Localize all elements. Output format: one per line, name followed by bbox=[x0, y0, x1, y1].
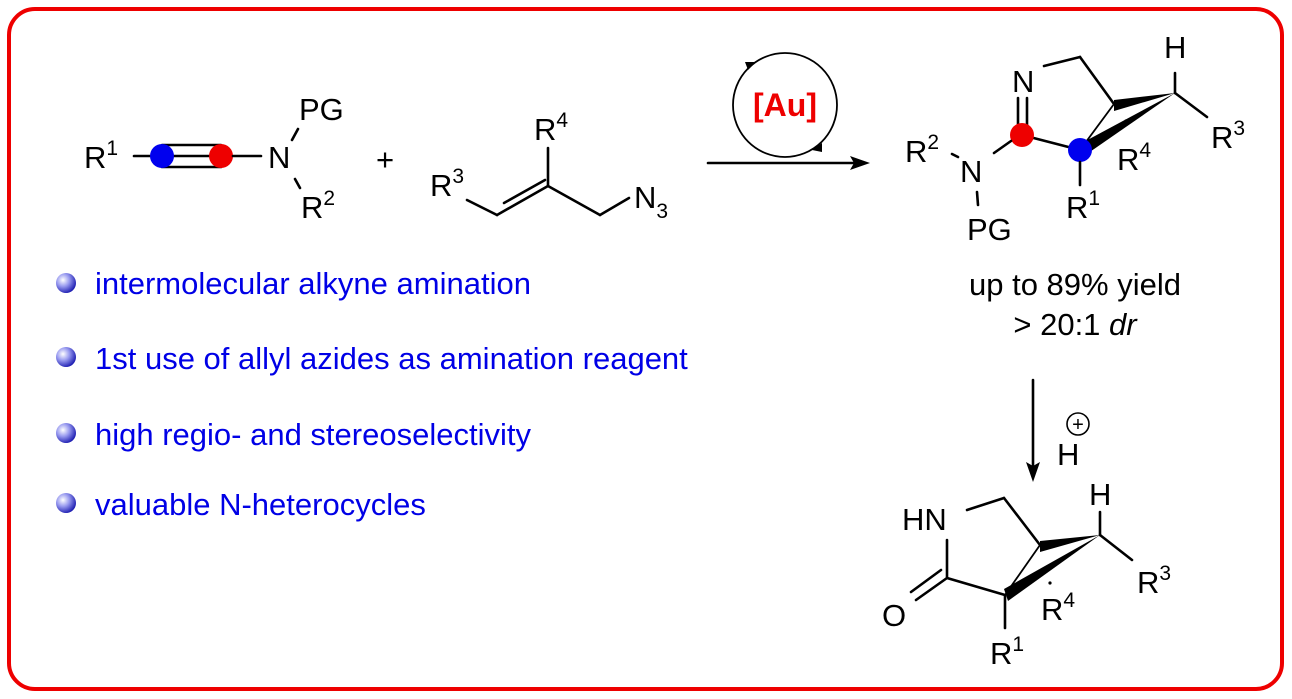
n3-label: N3 bbox=[634, 180, 668, 223]
alkyne-carbon-red bbox=[209, 144, 233, 168]
catalytic-cycle-icon: [Au] bbox=[732, 52, 838, 158]
r4-label: R4 bbox=[1117, 139, 1151, 177]
acid-arrow: H + bbox=[1026, 378, 1090, 482]
allyl-azide-reagent: R3 R4 N3 bbox=[430, 109, 668, 223]
catalyst-label: [Au] bbox=[753, 87, 817, 123]
reaction-arrow bbox=[706, 156, 870, 170]
yield-text: up to 89% yield bbox=[969, 267, 1181, 302]
highlight-item: valuable N-heterocycles bbox=[95, 487, 426, 522]
r2-label: R2 bbox=[301, 187, 335, 225]
r3-label: R3 bbox=[1211, 117, 1245, 155]
highlight-item: high regio- and stereoselectivity bbox=[95, 417, 531, 452]
r2-label: R2 bbox=[905, 131, 939, 169]
positive-charge-icon bbox=[1066, 412, 1090, 436]
highlights-list: intermolecular alkyne amination 1st use … bbox=[56, 266, 688, 522]
pg-label: PG bbox=[299, 92, 344, 127]
bullet-icon bbox=[56, 493, 76, 513]
bicyclic-amidine-product: N H R3 R4 R1 N R2 PG bbox=[905, 30, 1245, 247]
r1-label: R1 bbox=[84, 137, 118, 175]
ynamide-reagent: R1 N PG R2 bbox=[84, 92, 344, 225]
charge-sign: + bbox=[1072, 414, 1084, 436]
wedge-bond bbox=[1004, 535, 1100, 601]
proton-label: H bbox=[1057, 437, 1079, 472]
alkyne-carbon-blue bbox=[150, 144, 174, 168]
o-label: O bbox=[882, 598, 906, 633]
bullet-icon bbox=[56, 273, 76, 293]
h-label: H bbox=[1164, 30, 1186, 65]
product-carbon-red bbox=[1010, 123, 1034, 147]
dr-text: > 20:1 dr bbox=[1013, 307, 1138, 342]
plus-sign: + bbox=[376, 142, 394, 177]
n-label: N bbox=[268, 140, 290, 175]
product-carbon-blue bbox=[1068, 138, 1092, 162]
wedge-bond bbox=[1114, 93, 1175, 111]
highlight-item: intermolecular alkyne amination bbox=[95, 266, 531, 301]
r1-label: R1 bbox=[1066, 187, 1100, 225]
pg-label: PG bbox=[967, 212, 1012, 247]
r4-label: R4 bbox=[534, 109, 568, 147]
r1-label: R1 bbox=[990, 633, 1024, 671]
wedge-bond bbox=[1040, 535, 1100, 552]
bullet-icon bbox=[56, 423, 76, 443]
r3-label: R3 bbox=[1137, 562, 1171, 600]
amine-n-label: N bbox=[960, 154, 982, 189]
h-label: H bbox=[1089, 477, 1111, 512]
hn-label: HN bbox=[902, 502, 947, 537]
imine-n-label: N bbox=[1012, 64, 1034, 99]
bullet-icon bbox=[56, 347, 76, 367]
bicyclic-lactam-product: HN O H R3 R4 R1 bbox=[882, 477, 1171, 671]
highlight-item: 1st use of allyl azides as amination rea… bbox=[95, 341, 688, 376]
frame-border bbox=[7, 7, 1284, 691]
r3-label: R3 bbox=[430, 165, 464, 203]
wedge-bond bbox=[1080, 93, 1175, 156]
r4-label: R4 bbox=[1041, 589, 1075, 627]
